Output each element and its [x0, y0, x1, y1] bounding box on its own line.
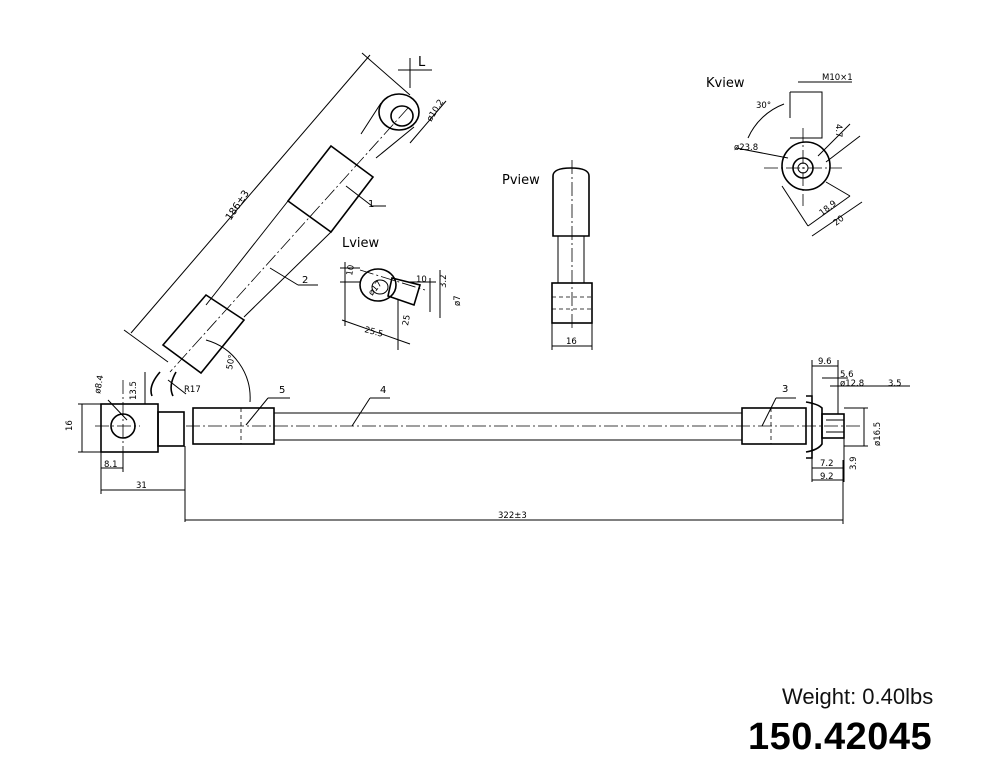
rod-lower-edge: [243, 231, 332, 318]
dim-k-20: 20: [832, 214, 847, 229]
dim-k-18-9: 18.9: [818, 199, 839, 219]
dim-322: 322±3: [498, 511, 527, 521]
p-view: Pview 16: [502, 160, 593, 350]
dim-186-line: [130, 54, 371, 334]
horizontal-rod: 5 4 3 322±3: [185, 384, 862, 524]
left-clevis: 16 31 8.1 ø8.4 13.5: [65, 372, 186, 522]
dim-3-9: 3.9: [849, 456, 859, 470]
dim-k-4-7: 4.7: [833, 124, 843, 138]
dim-9-2: 9.2: [820, 472, 834, 482]
dim-eye-dia: ø10.2: [425, 98, 446, 124]
part-label-4: 4: [380, 385, 386, 396]
dim-7-2: 7.2: [820, 459, 834, 469]
dim-dia-12-8: ø12.8: [840, 379, 864, 389]
dim-l-10a: 10: [345, 264, 357, 276]
dim-l-dia-7: ø7: [453, 295, 463, 306]
dim-13-5: 13.5: [129, 381, 139, 400]
rod-upper-edge: [205, 200, 289, 306]
dim-p-16: 16: [566, 337, 577, 347]
dim-l-25-5: 25.5: [363, 325, 384, 340]
dim-angle-50: 50°: [225, 354, 237, 371]
part-label-3: 3: [782, 384, 788, 395]
dim-186: 186±3: [224, 189, 252, 223]
dim-k-angle: 30°: [756, 101, 771, 111]
dim-3-5: 3.5: [888, 379, 902, 389]
dim-l-10b: 10: [416, 275, 427, 285]
k-view: Kview M10×1 30° 4.7 ø23.8 18.9 20: [706, 73, 863, 237]
l-view: Lview 10 10 ø17 3.2 ø7 25 25.5: [340, 236, 463, 350]
dim-16-left: 16: [65, 420, 75, 431]
k-view-title: Kview: [706, 76, 745, 91]
part-number: 150.42045: [748, 716, 933, 758]
arm-centerline: [169, 107, 409, 373]
dim-r17: R17: [184, 385, 201, 395]
dim-9-6: 9.6: [818, 357, 832, 367]
eye-end: [360, 93, 420, 159]
part-label-1: 1: [368, 199, 374, 210]
part-label-2: 2: [302, 275, 308, 286]
sleeve-3: [741, 407, 807, 445]
dim-k-thread: M10×1: [822, 73, 853, 83]
dim-31: 31: [136, 481, 147, 491]
dim-k-dia-23-8: ø23.8: [734, 143, 758, 153]
dim-l-25: 25: [401, 314, 413, 326]
dim-l-dia-17: ø17: [367, 279, 385, 298]
dim-5-6: 5.6: [840, 370, 854, 380]
dim-8-1: 8.1: [104, 460, 118, 470]
sleeve-lower: [161, 293, 246, 375]
l-view-arrow-label: L: [418, 55, 426, 70]
p-view-title: Pview: [502, 173, 540, 188]
dim-l-3-2: 3.2: [439, 274, 449, 288]
dim-hole-dia: ø8.4: [93, 374, 106, 394]
right-ball-end: 9.6 5.6 ø12.8 3.5 ø16.5 7.2 9.2 3.9: [805, 357, 910, 482]
weight-label: Weight: 0.40lbs: [782, 684, 934, 709]
l-view-title: Lview: [342, 236, 380, 251]
part-label-5: 5: [279, 385, 285, 396]
dim-dia-16-5: ø16.5: [873, 422, 883, 446]
sleeve-1: [286, 144, 375, 234]
